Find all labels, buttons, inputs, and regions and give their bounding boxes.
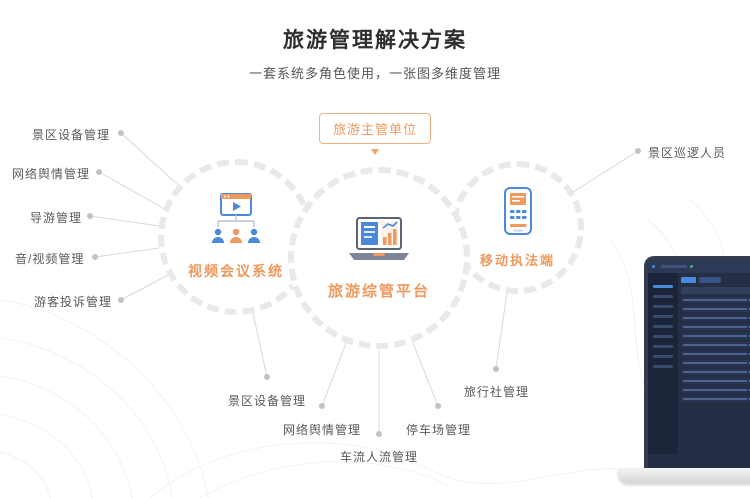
dashboard-menu-item bbox=[653, 345, 673, 348]
arrow-down-icon bbox=[371, 149, 379, 155]
label-audio-video-management: 音/视频管理 bbox=[15, 252, 85, 266]
dashboard-menu-item bbox=[653, 355, 673, 358]
circle-video-conference: 视频会议系统 bbox=[158, 159, 314, 315]
circle-mobile-terminal: 移动执法端 bbox=[451, 161, 584, 294]
dashboard-menu-item bbox=[653, 305, 673, 308]
dashboard-row bbox=[681, 396, 750, 402]
handheld-device-icon bbox=[498, 186, 538, 241]
leader-dot bbox=[96, 169, 102, 175]
laptop-screen-mockup bbox=[644, 256, 750, 468]
label-equipment-management-bottom: 景区设备管理 bbox=[228, 394, 307, 408]
label-public-opinion-bottom: 网络舆情管理 bbox=[283, 423, 362, 437]
laptop-base bbox=[618, 468, 750, 483]
leader-line bbox=[98, 171, 166, 210]
dashboard-table-header bbox=[681, 287, 750, 294]
dashboard-row bbox=[681, 378, 750, 384]
dashboard-row bbox=[681, 387, 750, 393]
label-parking-management: 停车场管理 bbox=[406, 423, 472, 437]
leader-dot bbox=[435, 403, 441, 409]
dashboard-filter bbox=[699, 277, 721, 283]
label-travel-agency-management: 旅行社管理 bbox=[464, 385, 530, 399]
dashboard-row bbox=[681, 324, 750, 330]
leader-line bbox=[412, 342, 439, 407]
leader-dot bbox=[493, 366, 499, 372]
circle-label-mobile: 移动执法端 bbox=[479, 253, 555, 268]
leader-dot bbox=[319, 403, 325, 409]
label-complaint-management: 游客投诉管理 bbox=[34, 295, 113, 309]
dashboard-row bbox=[681, 306, 750, 312]
dashboard-menu-item bbox=[653, 285, 673, 288]
dashboard-menu-item bbox=[653, 335, 673, 338]
dashboard-menu-item bbox=[653, 315, 673, 318]
label-public-opinion-management: 网络舆情管理 bbox=[12, 167, 91, 181]
dashboard-main bbox=[678, 273, 750, 454]
dashboard-menu-item bbox=[653, 325, 673, 328]
dashboard-row bbox=[681, 351, 750, 357]
dashboard-row bbox=[681, 333, 750, 339]
leader-dot bbox=[87, 213, 93, 219]
laptop-chart-icon bbox=[346, 216, 412, 271]
leader-dot bbox=[92, 254, 98, 260]
leader-line bbox=[89, 215, 160, 227]
label-guide-management: 导游管理 bbox=[30, 211, 83, 225]
circle-label-video: 视频会议系统 bbox=[188, 263, 284, 279]
dashboard-menu-item bbox=[653, 295, 673, 298]
leader-line bbox=[120, 274, 169, 301]
leader-line bbox=[252, 312, 268, 378]
dashboard-header bbox=[648, 260, 750, 273]
dashboard-row bbox=[681, 297, 750, 303]
leader-dot bbox=[264, 374, 270, 380]
leader-dot bbox=[118, 130, 124, 136]
leader-dot bbox=[118, 297, 124, 303]
leader-line bbox=[94, 247, 160, 258]
leader-dot bbox=[635, 148, 641, 154]
dashboard-body bbox=[648, 273, 750, 454]
dashboard-sidebar bbox=[648, 273, 678, 454]
label-traffic-flow-management: 车流人流管理 bbox=[340, 450, 419, 464]
leader-dot bbox=[376, 431, 382, 437]
dashboard-row bbox=[681, 369, 750, 375]
dashboard-toolbar bbox=[681, 277, 750, 283]
dashboard-button bbox=[681, 277, 696, 283]
dashboard-row bbox=[681, 360, 750, 366]
leader-line bbox=[495, 291, 508, 370]
leader-line bbox=[321, 342, 347, 407]
page-title: 旅游管理解决方案 bbox=[283, 29, 467, 52]
dashboard-row bbox=[681, 342, 750, 348]
dashboard-title-bar bbox=[661, 265, 687, 268]
dashboard-row bbox=[681, 315, 750, 321]
label-patrol-personnel: 景区巡逻人员 bbox=[648, 146, 727, 160]
leader-line bbox=[572, 150, 639, 193]
video-conference-icon bbox=[208, 193, 264, 252]
circle-label-platform: 旅游综管平台 bbox=[327, 282, 430, 300]
dashboard-status-dot bbox=[690, 265, 693, 268]
top-node-tourism-authority: 旅游主管单位 bbox=[318, 113, 432, 144]
page-subtitle: 一套系统多角色使用，一张图多维度管理 bbox=[248, 66, 501, 81]
dashboard-menu-item bbox=[653, 365, 673, 368]
leader-line bbox=[120, 132, 179, 186]
circle-platform: 旅游综管平台 bbox=[288, 167, 470, 349]
label-equipment-management: 景区设备管理 bbox=[32, 128, 111, 142]
dashboard-logo-dot bbox=[652, 265, 655, 268]
